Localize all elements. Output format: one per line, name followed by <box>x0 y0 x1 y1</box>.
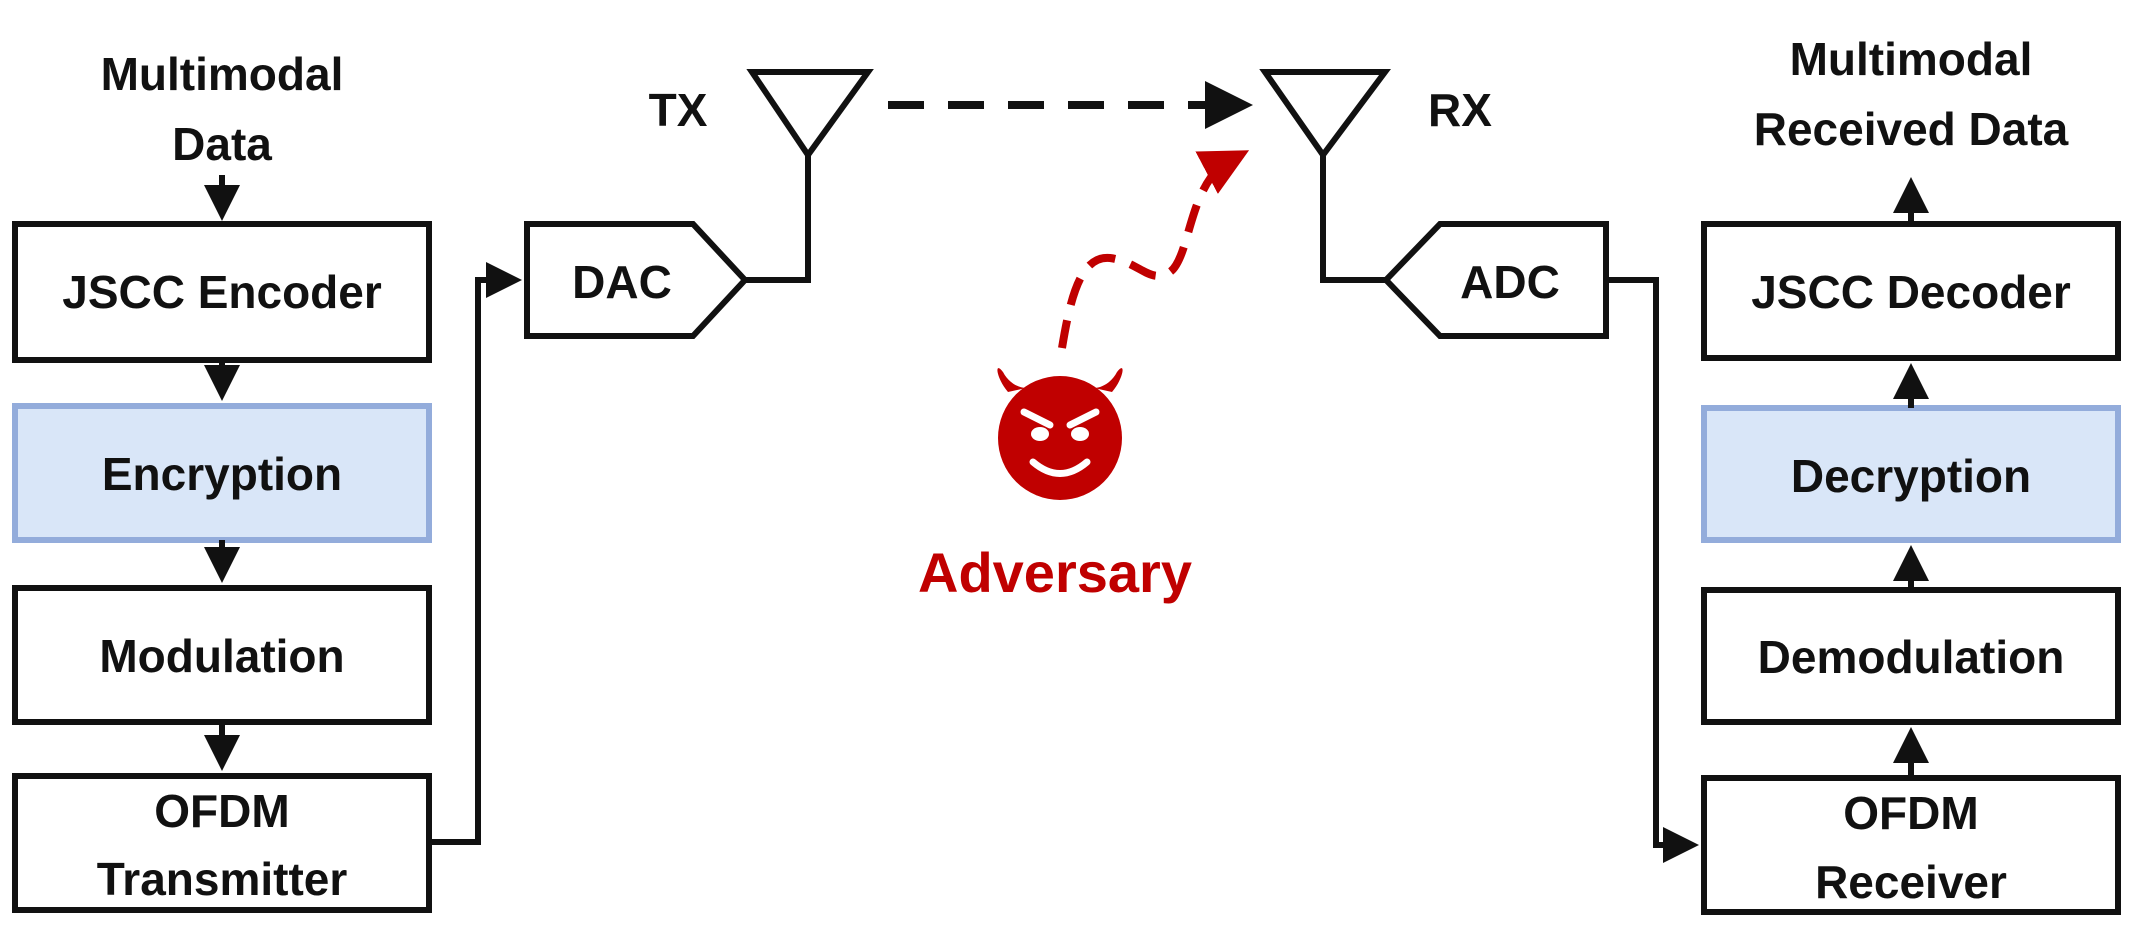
demodulation-label: Demodulation <box>1758 631 2065 683</box>
dac-block: DAC <box>524 221 750 339</box>
decryption-block: Decryption <box>1701 405 2121 543</box>
adc-block: ADC <box>1381 221 1609 339</box>
tx-antenna-icon <box>746 69 874 161</box>
adc-label: ADC <box>1460 256 1560 308</box>
tx-input-label-line1: Multimodal <box>101 48 344 100</box>
devil-face-icon <box>997 368 1123 500</box>
wire-adc-to-ofdm-rx <box>1606 277 1699 863</box>
decryption-label: Decryption <box>1791 450 2031 502</box>
wire-ofdm-tx-to-dac <box>429 262 522 845</box>
ofdm-rx-label-line1: OFDM <box>1843 787 1978 839</box>
ofdm-rx-label-line2: Receiver <box>1815 856 2007 908</box>
rx-output-label-line2: Received Data <box>1754 103 2069 155</box>
wire-rx-antenna-to-adc <box>1320 155 1386 283</box>
jscc-decoder-block: JSCC Decoder <box>1701 221 2121 361</box>
ofdm-transmitter-block: OFDM Transmitter <box>12 773 432 913</box>
rx-antenna-icon <box>1259 69 1391 161</box>
jscc-decoder-label: JSCC Decoder <box>1751 266 2071 318</box>
modulation-label: Modulation <box>99 630 344 682</box>
demodulation-block: Demodulation <box>1701 587 2121 725</box>
tx-antenna-label: TX <box>649 84 708 136</box>
rx-antenna-label: RX <box>1428 84 1492 136</box>
ofdm-receiver-block: OFDM Receiver <box>1701 775 2121 915</box>
ofdm-tx-label-line2: Transmitter <box>97 853 348 905</box>
adversary-attack-arrow <box>1058 150 1250 349</box>
modulation-block: Modulation <box>12 585 432 725</box>
tx-input-label-line2: Data <box>172 118 272 170</box>
rx-output-label-line1: Multimodal <box>1790 33 2033 85</box>
jscc-encoder-label: JSCC Encoder <box>62 266 382 318</box>
encryption-label: Encryption <box>102 448 342 500</box>
wire-dac-to-tx-antenna <box>745 155 811 283</box>
dac-label: DAC <box>572 256 672 308</box>
adversary-label: Adversary <box>918 541 1192 604</box>
encryption-block: Encryption <box>12 403 432 543</box>
jscc-encoder-block: JSCC Encoder <box>12 221 432 363</box>
ofdm-tx-label-line1: OFDM <box>154 785 289 837</box>
